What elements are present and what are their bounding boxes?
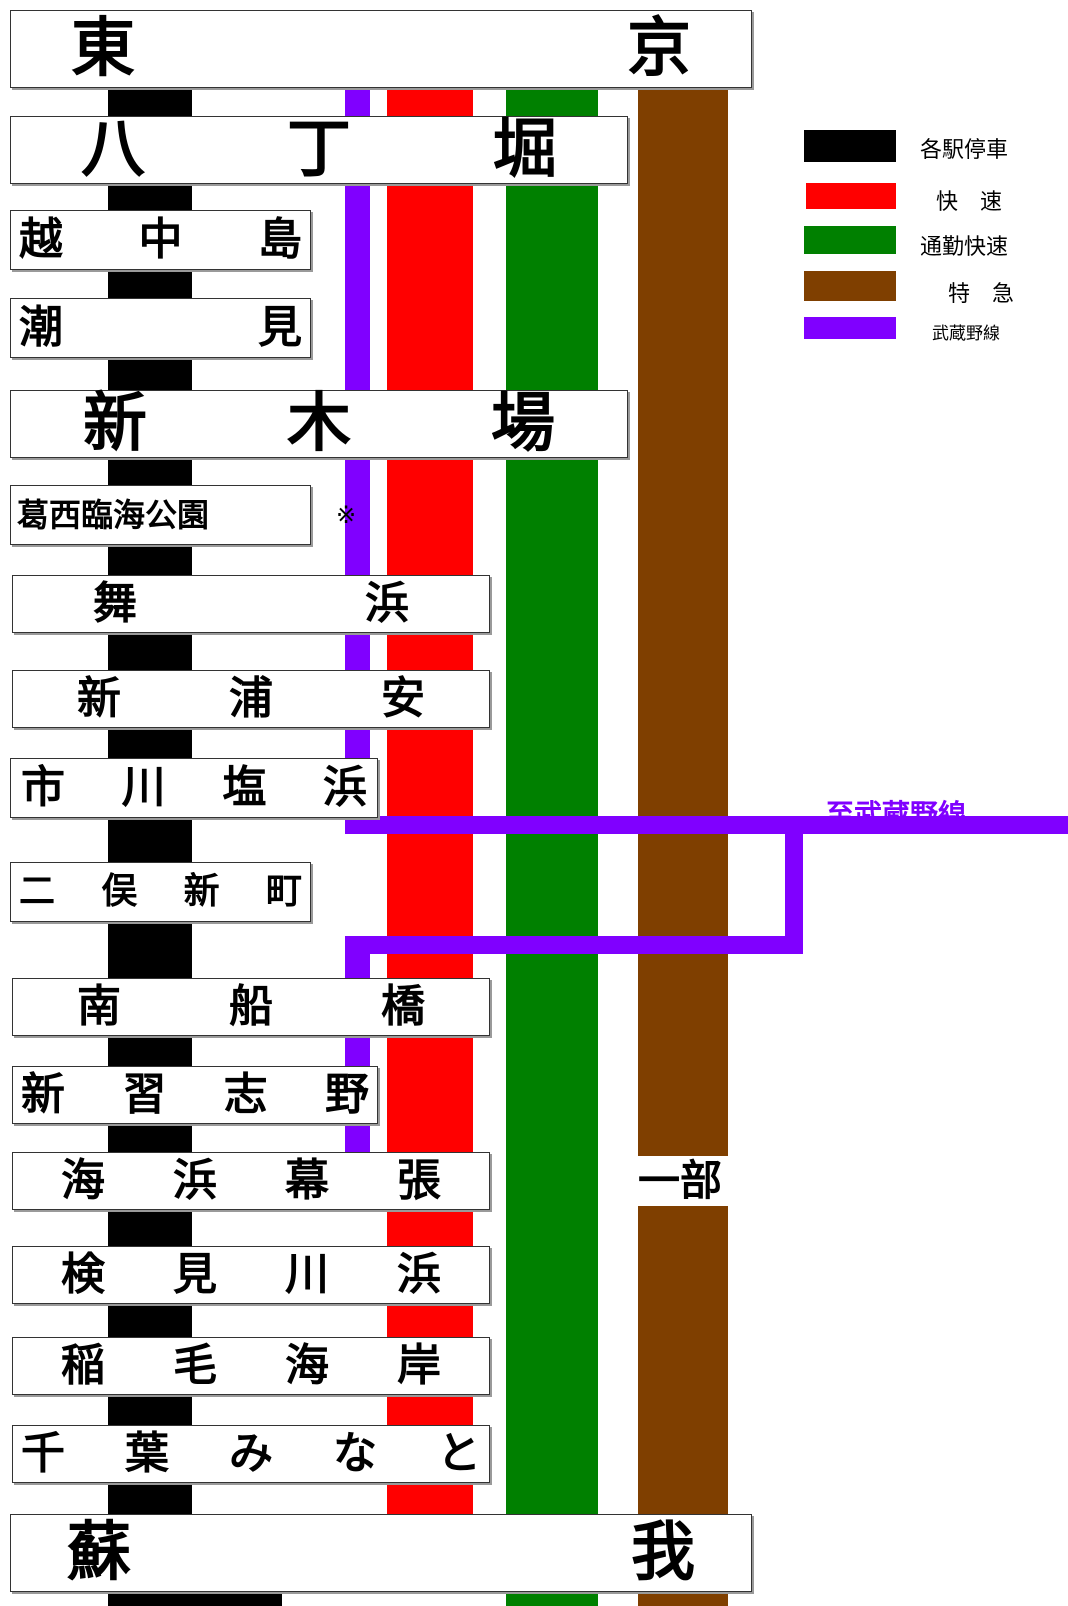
station-name-char: 新: [77, 673, 121, 724]
station-ichikawa-shiohama: 市川塩浜: [10, 758, 378, 818]
legend-label: 快 速: [936, 190, 1003, 215]
station-name-char: 蘇: [67, 1516, 131, 1590]
station-name-char: 毛: [173, 1340, 217, 1391]
legend-swatch: [804, 130, 896, 162]
station-name-char: 検: [61, 1249, 105, 1300]
station-name-char: 野: [324, 1069, 369, 1120]
limited-express-band-segment: [638, 86, 728, 1156]
note-mark: ※: [336, 501, 357, 529]
legend-label: 特 急: [948, 282, 1015, 307]
station-name-char: 岸: [397, 1340, 441, 1391]
station-name-char: 中: [138, 214, 183, 265]
musashino-band-segment: [345, 816, 1068, 834]
station-name-char: 幕: [285, 1155, 329, 1206]
station-name-char: 海: [61, 1155, 105, 1206]
station-name-char: 見: [258, 302, 302, 353]
station-etchujima: 越中島: [10, 210, 311, 270]
station-name-char: 見: [173, 1249, 217, 1300]
legend-swatch: [804, 317, 896, 339]
station-name-char: 稲: [61, 1340, 105, 1391]
station-name-char: 島: [258, 214, 302, 265]
station-name-char: 習: [122, 1069, 167, 1120]
musashino-band-segment: [785, 833, 803, 953]
station-tokyo: 東京: [10, 10, 752, 88]
legend-swatch: [804, 271, 896, 301]
station-name-char: 南: [77, 981, 121, 1032]
station-name-char: 八: [81, 113, 145, 187]
station-name-char: 新: [21, 1069, 65, 1120]
station-name-char: 志: [223, 1069, 268, 1120]
station-name-char: 新: [83, 387, 147, 461]
station-name-char: 橋: [381, 981, 425, 1032]
station-chiba-minato: 千葉みなと: [12, 1425, 490, 1483]
station-name-char: 舞: [93, 578, 137, 629]
station-shiomi: 潮見: [10, 298, 311, 358]
legend-swatch: [806, 183, 896, 209]
to-musashino-label: 至武蔵野線: [826, 798, 967, 831]
station-name-char: 葉: [125, 1428, 169, 1479]
station-name-char: 越: [19, 214, 63, 265]
station-name-char: 木: [287, 387, 351, 461]
station-name-char: 千: [21, 1428, 65, 1479]
station-maihama: 舞浜: [12, 575, 490, 633]
station-name-char: 船: [229, 981, 273, 1032]
legend-label: 武蔵野線: [932, 324, 1000, 344]
station-name-char: 浜: [397, 1249, 441, 1300]
station-name-char: 浜: [365, 578, 409, 629]
station-name-char: 市: [21, 762, 65, 813]
station-name-char: 川: [285, 1249, 329, 1300]
station-name-char: 安: [381, 673, 425, 724]
station-futamata-shinmachi: 二俣新町: [10, 862, 311, 922]
commuter-rapid-band-segment: [506, 86, 598, 1606]
station-name-char: 新: [183, 871, 220, 912]
legend-label: 通勤快速: [920, 235, 1009, 260]
station-name-char: 俣: [101, 871, 138, 912]
station-kasai-rinkai-koen: 葛西臨海公園: [10, 485, 311, 545]
station-name-char: 潮: [19, 302, 63, 353]
station-soga: 蘇我: [10, 1514, 752, 1592]
station-name-char: 塩: [222, 762, 267, 813]
station-minami-funabashi: 南船橋: [12, 978, 490, 1036]
station-shin-narashino: 新習志野: [12, 1066, 378, 1124]
station-name-char: み: [229, 1428, 273, 1479]
legend-label: 各駅停車: [920, 138, 1009, 163]
station-name-char: 場: [491, 387, 555, 461]
station-inagekaigan: 稲毛海岸: [12, 1337, 490, 1395]
station-name-char: 堀: [493, 113, 557, 187]
station-name-char: 葛西臨海公園: [17, 496, 210, 534]
station-shin-urayasu: 新浦安: [12, 670, 490, 728]
station-kemigawahama: 検見川浜: [12, 1246, 490, 1304]
station-name-char: 東: [71, 12, 135, 86]
station-name-char: 張: [397, 1155, 441, 1206]
musashino-band-segment: [345, 936, 803, 954]
station-hatchobori: 八丁堀: [10, 116, 628, 184]
station-name-char: 我: [631, 1516, 695, 1590]
station-kaihin-makuhari: 海浜幕張: [12, 1152, 490, 1210]
legend-swatch: [804, 226, 896, 254]
station-name-char: 海: [285, 1340, 329, 1391]
station-name-char: 川: [121, 762, 166, 813]
station-name-char: な: [333, 1428, 377, 1479]
station-name-char: 浜: [173, 1155, 217, 1206]
station-name-char: 京: [627, 12, 691, 86]
station-name-char: 町: [265, 871, 302, 912]
station-name-char: 二: [19, 871, 56, 912]
station-shinkiba: 新木場: [10, 390, 628, 458]
station-name-char: と: [437, 1428, 481, 1479]
station-name-char: 浜: [322, 762, 367, 813]
station-name-char: 丁: [287, 113, 351, 187]
partial-service-label: 一部: [638, 1156, 723, 1205]
station-name-char: 浦: [229, 673, 273, 724]
